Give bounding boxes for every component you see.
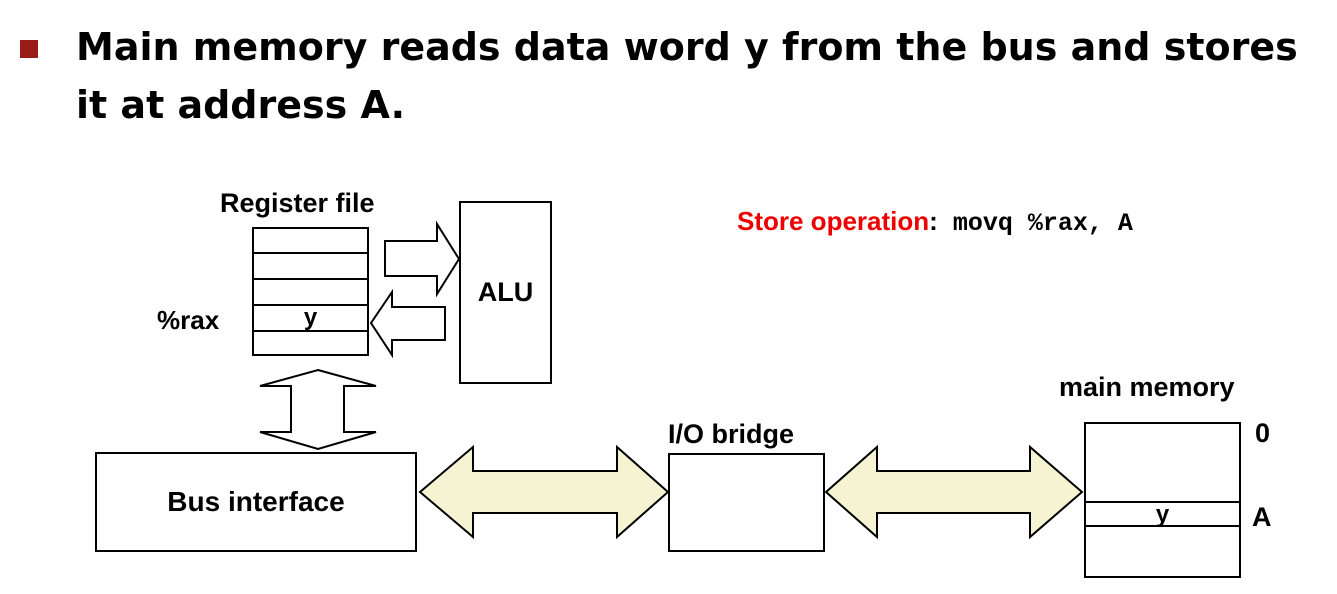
address-a-label: A (1252, 502, 1272, 532)
io-bridge-title: I/O bridge (668, 419, 795, 449)
store-operation-label: Store operation (737, 206, 930, 236)
register-file-title: Register file (220, 188, 375, 218)
regfile-bus-vertical-arrow (259, 368, 377, 451)
regfile-to-alu-arrow (384, 220, 461, 298)
bus-to-bridge-arrow (418, 444, 670, 540)
register-row-divider (254, 252, 367, 254)
bus-interface-box: Bus interface (95, 452, 417, 552)
register-row-divider (254, 330, 367, 332)
register-row-divider (254, 278, 367, 280)
register-file: y (252, 227, 369, 356)
address-zero-label: 0 (1255, 418, 1271, 448)
bus-interface-label: Bus interface (167, 486, 345, 517)
alu-label: ALU (477, 277, 534, 307)
memory-cell-a (1084, 501, 1241, 527)
main-memory-box: y (1084, 422, 1241, 578)
io-bridge-box (668, 453, 825, 552)
register-row-divider (254, 304, 367, 306)
store-operation-colon: : (929, 206, 938, 236)
store-operation-caption: Store operation: movq %rax, A (737, 206, 1133, 238)
slide-headline: Main memory reads data word y from the b… (76, 25, 1298, 127)
store-instruction: movq %rax, A (937, 209, 1133, 238)
alu-box: ALU (459, 201, 552, 384)
alu-to-regfile-arrow (369, 288, 446, 359)
bullet-icon (20, 40, 38, 58)
rax-value: y (303, 304, 318, 331)
rax-register-label: %rax (157, 305, 220, 335)
bridge-to-memory-arrow (824, 444, 1084, 540)
main-memory-title: main memory (1059, 372, 1235, 402)
memory-cell-value: y (1155, 501, 1170, 528)
